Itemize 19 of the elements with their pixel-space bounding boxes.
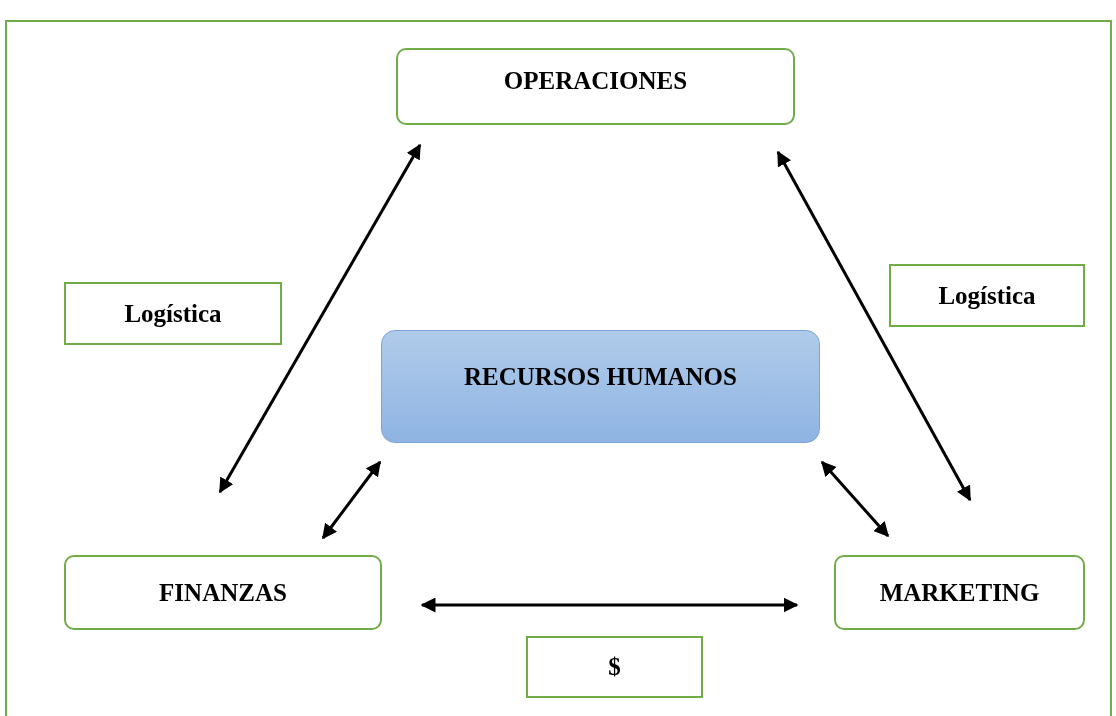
node-label: RECURSOS HUMANOS	[464, 362, 737, 391]
label-box	[889, 264, 1085, 327]
node-label: $	[608, 653, 621, 681]
process-box	[64, 555, 382, 630]
double-arrow	[820, 460, 890, 538]
node-label: MARKETING	[879, 578, 1040, 607]
double-arrow	[218, 143, 422, 494]
double-arrow	[776, 150, 972, 502]
label-box	[526, 636, 703, 698]
double-arrow	[321, 460, 382, 540]
node-label: OPERACIONES	[503, 66, 688, 95]
node-label: Logística	[938, 281, 1036, 310]
node-label: FINANZAS	[159, 578, 287, 607]
node-label: Logística	[124, 299, 222, 328]
double-arrow	[420, 597, 799, 613]
process-box	[834, 555, 1085, 630]
process-box	[396, 48, 795, 125]
label-box	[64, 282, 282, 345]
central-box	[381, 330, 820, 443]
